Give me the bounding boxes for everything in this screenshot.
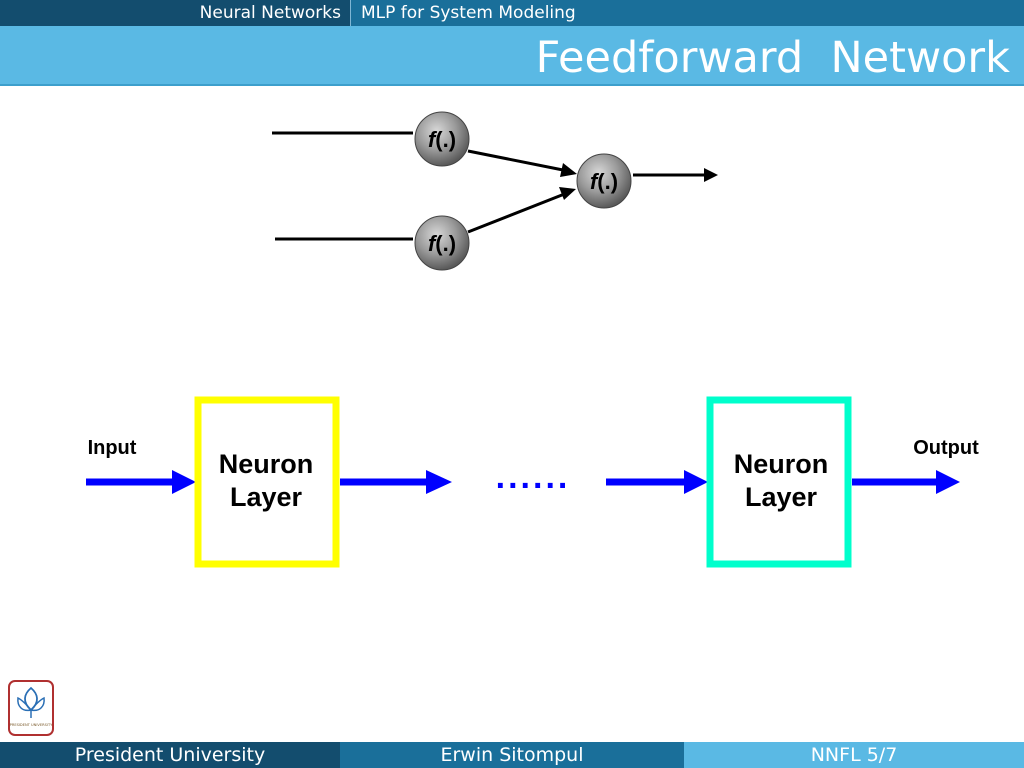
layers-ellipsis: ...... xyxy=(496,458,571,496)
output-arrowhead xyxy=(704,168,718,182)
node-fn-label: f xyxy=(428,231,438,256)
connection-bottom-arrowhead xyxy=(559,187,576,200)
last-layer-line2: Layer xyxy=(745,482,818,512)
output-arrow-head xyxy=(936,470,960,494)
svg-text:f(.): f(.) xyxy=(428,231,456,256)
node-arg-label: (.) xyxy=(597,169,618,194)
feedforward-diagram: f(.) f(.) f(.) Input Output ...... Neuro… xyxy=(86,111,979,568)
footer-institution: President University xyxy=(0,742,340,768)
title-bar: Feedforward Network xyxy=(0,26,1024,86)
neuron-node-output: f(.) xyxy=(576,153,632,209)
last-layer-line1: Neuron xyxy=(734,449,829,479)
slide-title: Feedforward Network xyxy=(535,33,1010,83)
svg-text:f(.): f(.) xyxy=(590,169,618,194)
node-arg-label: (.) xyxy=(435,231,456,256)
title-underline xyxy=(0,84,1024,86)
input-label: Input xyxy=(88,437,137,459)
node-fn-label: f xyxy=(590,169,600,194)
layer-arrow-2-head xyxy=(684,470,708,494)
first-layer-line2: Layer xyxy=(230,482,303,512)
first-layer-line1: Neuron xyxy=(219,449,314,479)
neuron-node-top: f(.) xyxy=(414,111,470,167)
footer-author: Erwin Sitompul xyxy=(340,742,684,768)
svg-text:f(.): f(.) xyxy=(428,127,456,152)
node-fn-label: f xyxy=(428,127,438,152)
last-neuron-layer-box xyxy=(706,396,852,568)
breadcrumb-topic[interactable]: MLP for System Modeling xyxy=(361,3,576,23)
first-neuron-layer-box xyxy=(194,396,340,568)
top-breadcrumb-bar: Neural Networks MLP for System Modeling xyxy=(0,0,1024,26)
neuron-node-bottom: f(.) xyxy=(414,215,470,271)
layer-arrow-1-head xyxy=(426,470,452,494)
output-label: Output xyxy=(913,437,979,459)
node-arg-label: (.) xyxy=(435,127,456,152)
connection-top-arrowhead xyxy=(560,163,577,177)
input-arrowhead xyxy=(172,470,196,494)
connection-top-to-output xyxy=(467,149,569,173)
breadcrumb-section-background xyxy=(0,0,350,26)
breadcrumb-divider xyxy=(350,0,351,26)
president-university-logo-icon: PRESIDENT UNIVERSITY xyxy=(8,680,54,736)
footer-slide-ref: NNFL 5/7 xyxy=(684,742,1024,768)
logo-caption: PRESIDENT UNIVERSITY xyxy=(10,723,53,727)
footer-bar: President University Erwin Sitompul NNFL… xyxy=(0,742,1024,768)
connection-bottom-to-output xyxy=(467,191,568,234)
breadcrumb-section[interactable]: Neural Networks xyxy=(199,3,341,23)
